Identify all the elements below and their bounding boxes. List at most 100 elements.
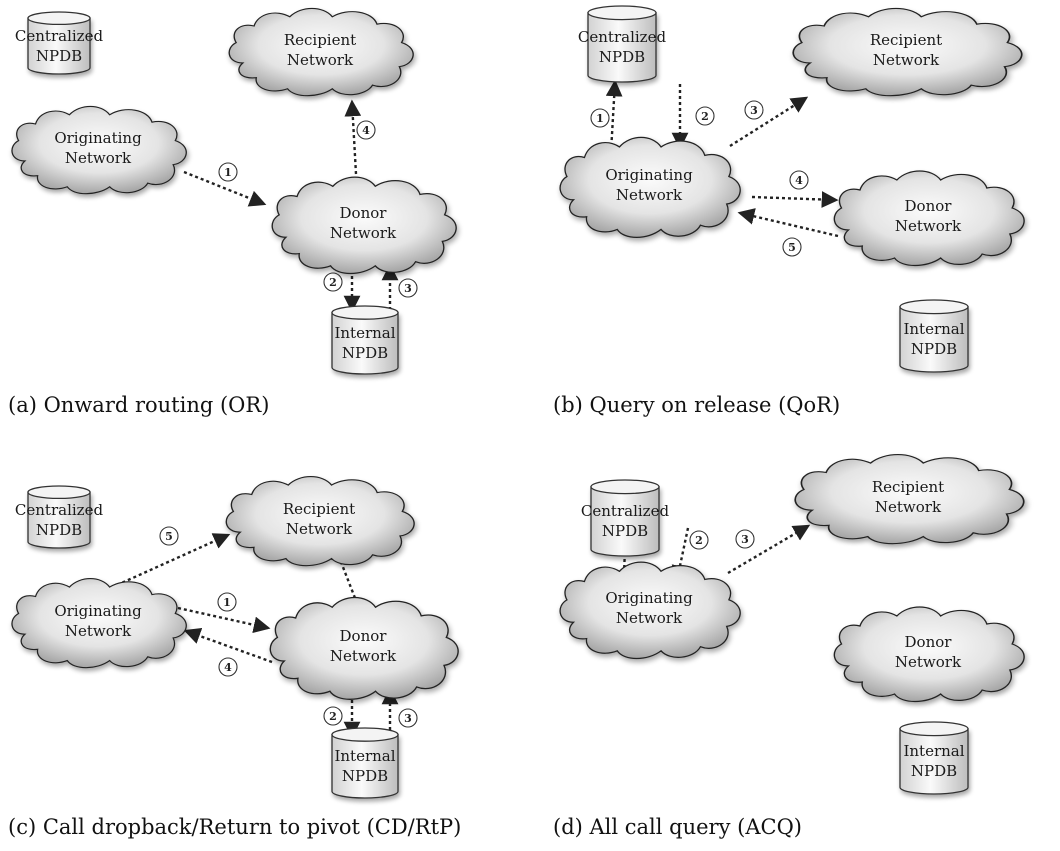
network-label: Donor	[340, 627, 388, 645]
database-label: Centralized	[15, 501, 104, 519]
cloud-icon	[271, 176, 457, 275]
network-label: Recipient	[872, 478, 944, 496]
step-badge	[695, 106, 715, 126]
database-label: NPDB	[602, 522, 648, 540]
network-label: Network	[616, 609, 683, 627]
step-badge	[689, 530, 709, 550]
edge-a-donor-to-recipient: 4	[344, 99, 376, 175]
network-label: Network	[616, 186, 683, 204]
database-top	[590, 479, 660, 495]
network-label: Recipient	[283, 500, 355, 518]
network-label: Originating	[54, 129, 142, 147]
database-label: NPDB	[36, 521, 82, 539]
database-icon	[899, 306, 969, 373]
database-icon	[331, 733, 399, 799]
database-label: NPDB	[36, 47, 82, 65]
step-badge	[218, 162, 238, 182]
database-icon	[587, 12, 657, 83]
edge-c-originating-to-recipient: 5	[105, 526, 231, 592]
step-number: 4	[224, 661, 232, 674]
network-label: Donor	[905, 633, 953, 651]
database-top	[331, 305, 399, 320]
step-number: 5	[788, 241, 796, 254]
database-top	[27, 485, 91, 500]
dashed-arrow	[605, 79, 623, 153]
captions-layer: (a) Onward routing (OR) (b) Query on rele…	[8, 393, 840, 839]
step-badge	[590, 108, 610, 128]
edge-b-donor-to-originating: 2	[671, 84, 715, 150]
edge-b-originating-to-centralized: 3	[729, 96, 809, 148]
step-number: 4	[795, 174, 803, 187]
dashed-arrow	[105, 533, 231, 592]
network-label: Donor	[905, 197, 953, 215]
step-badge	[398, 708, 418, 728]
caption-a: (a) Onward routing (OR)	[8, 393, 269, 417]
network-label: Recipient	[284, 31, 356, 49]
network-label: Network	[895, 217, 962, 235]
edge-a-internal-to-donor: 3	[381, 263, 418, 310]
database-label: Internal	[903, 742, 964, 760]
edge-a-originating-to-donor: 1	[183, 162, 267, 207]
caption-d: (d) All call query (ACQ)	[553, 815, 802, 839]
step-number: 5	[165, 530, 173, 543]
step-badge	[398, 278, 418, 298]
step-badge	[789, 170, 809, 190]
database-label: NPDB	[911, 762, 957, 780]
network-label: Originating	[54, 602, 142, 620]
database-top	[587, 5, 657, 21]
database-label: Internal	[334, 747, 395, 765]
step-badge	[782, 237, 802, 257]
step-badge	[159, 526, 179, 546]
database-icon	[331, 311, 399, 375]
step-badge	[735, 529, 755, 549]
step-number: 1	[223, 596, 231, 609]
network-label: Recipient	[870, 31, 942, 49]
step-badge	[218, 657, 238, 677]
database-label: NPDB	[342, 344, 388, 362]
edge-b-centralized-to-originating: 4	[751, 170, 839, 208]
network-label: Network	[895, 653, 962, 671]
database-label: Centralized	[581, 502, 670, 520]
nodes-layer: CentralizedNPDBRecipientNetworkOriginati…	[11, 5, 1025, 799]
cloud-icon	[559, 561, 741, 660]
dashed-arrow	[183, 170, 267, 207]
step-number: 4	[362, 124, 370, 137]
step-badge	[323, 706, 343, 726]
dashed-arrow	[729, 96, 809, 148]
step-badge	[744, 100, 764, 120]
database-label: NPDB	[599, 48, 645, 66]
cloud-icon	[794, 454, 1025, 545]
step-badge	[356, 120, 376, 140]
database-top	[899, 721, 969, 737]
cloud-icon	[833, 606, 1025, 703]
caption-b: (b) Query on release (QoR)	[553, 393, 840, 417]
step-number: 3	[741, 533, 749, 546]
step-badge	[323, 272, 343, 292]
network-label: Originating	[605, 589, 693, 607]
database-icon	[899, 728, 969, 795]
cloud-icon	[559, 136, 741, 238]
cloud-icon	[792, 7, 1023, 97]
edge-d-originating-to-recipient: 3	[727, 524, 811, 575]
database-label: Internal	[334, 324, 395, 342]
database-label: NPDB	[342, 767, 388, 785]
database-label: Centralized	[578, 28, 667, 46]
step-badge	[217, 592, 237, 612]
network-label: Donor	[340, 204, 388, 222]
cloud-icon	[833, 170, 1025, 267]
network-label: Network	[286, 520, 353, 538]
network-label: Network	[65, 622, 132, 640]
